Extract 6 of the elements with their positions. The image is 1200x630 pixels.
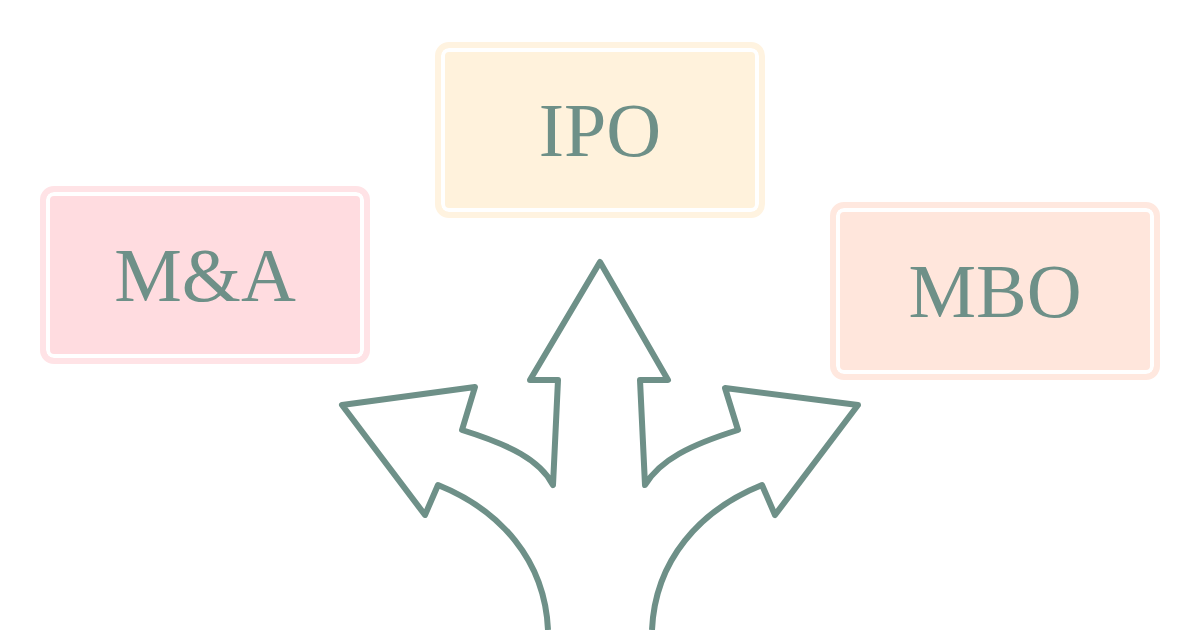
card-title: IPO [538,86,662,174]
card-title: M&A [114,231,296,319]
label-card [435,42,765,218]
label-card [830,202,1160,380]
card-title: MBO [908,247,1082,335]
label-card [40,186,370,364]
